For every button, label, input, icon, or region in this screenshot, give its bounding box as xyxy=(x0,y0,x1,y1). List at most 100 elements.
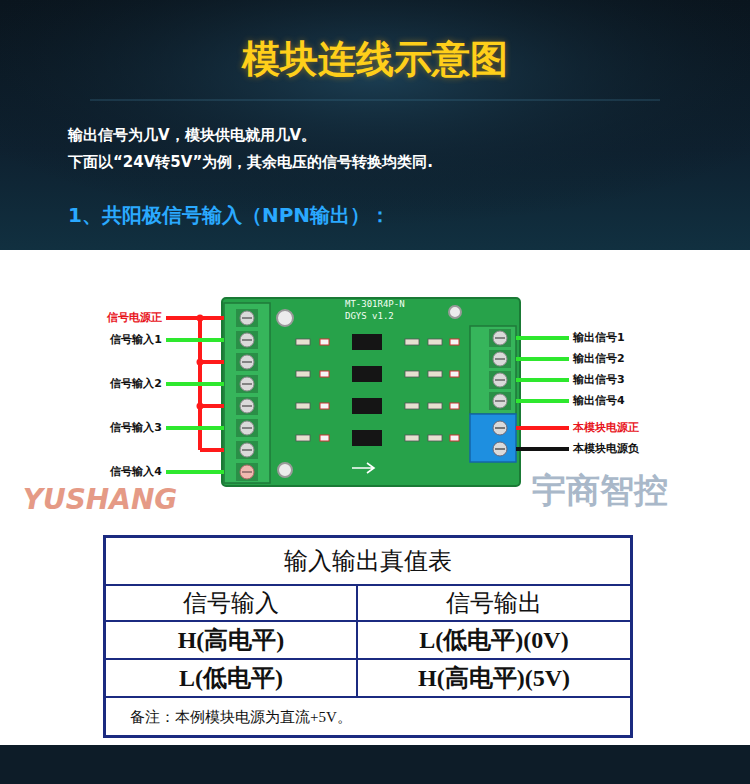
input-wiring xyxy=(166,316,224,320)
left-terminal-block xyxy=(242,427,252,429)
left-terminal-block xyxy=(236,375,258,393)
led xyxy=(450,403,459,409)
page-title: 模块连线示意图 xyxy=(0,37,750,83)
left-terminal-block xyxy=(236,353,258,371)
output-wiring xyxy=(516,426,569,430)
watermark: 宇商智控 xyxy=(532,470,668,511)
table-cell-text: H(高电平) xyxy=(178,626,285,655)
terminal-label: 信号输入1 xyxy=(110,333,162,346)
optocoupler xyxy=(352,398,382,414)
page-ground xyxy=(0,250,750,745)
mounting-hole xyxy=(277,310,293,326)
led xyxy=(320,371,329,377)
left-terminal-block xyxy=(240,377,254,391)
terminal-label: 信号输入2 xyxy=(110,377,162,390)
table-header: 信号输入 xyxy=(106,584,358,620)
led xyxy=(450,371,459,377)
resistor xyxy=(405,435,419,441)
output-wiring xyxy=(516,399,569,403)
input-wiring xyxy=(197,359,204,366)
output-wiring xyxy=(516,378,569,382)
resistor xyxy=(428,435,442,441)
right-terminal-block xyxy=(470,326,516,414)
pcb-board: MT-301R4P-NDGYS v1.2 xyxy=(222,298,520,486)
mounting-hole xyxy=(278,463,292,477)
table-cell: L(低电平) xyxy=(106,658,358,696)
right-terminal-block xyxy=(489,392,511,410)
intro-line: 下面以“24V转5V”为例，其余电压的信号转换均类同. xyxy=(68,153,433,171)
led xyxy=(320,435,329,441)
table-cell-text: H(高电平)(5V) xyxy=(418,664,570,693)
input-wiring xyxy=(166,315,224,473)
input-wiring xyxy=(200,360,224,364)
terminal-label: 输出信号3 xyxy=(573,373,625,386)
left-terminal-block xyxy=(236,397,258,415)
header-glow xyxy=(0,0,750,250)
left-terminal-block xyxy=(240,311,254,325)
mounting-hole xyxy=(277,306,461,477)
resistor xyxy=(428,371,442,377)
input-wiring xyxy=(166,382,224,386)
power-terminal-block xyxy=(470,414,516,462)
footer-band xyxy=(0,745,750,784)
resistor xyxy=(428,403,442,409)
output-wiring xyxy=(516,338,569,449)
right-terminal-block xyxy=(489,350,511,368)
right-terminal-block xyxy=(495,379,505,381)
table-cell-text: L(低电平)(0V) xyxy=(419,626,568,655)
truth-table: 输入输出真值表信号输入信号输出H(高电平)L(低电平)(0V)L(低电平)H(高… xyxy=(103,535,633,738)
left-terminal-block xyxy=(236,419,258,437)
watermark: YUSHANG xyxy=(23,483,178,517)
table-header-text: 信号输入 xyxy=(183,589,279,618)
right-terminal-block xyxy=(493,373,507,387)
mounting-hole xyxy=(449,306,461,318)
resistor xyxy=(296,339,310,345)
left-terminal-block xyxy=(236,331,258,349)
resistor xyxy=(296,435,310,441)
left-terminal-block xyxy=(224,303,270,483)
table-note-text: 备注：本例模块电源为直流+5V。 xyxy=(130,708,352,726)
right-terminal-block xyxy=(493,394,507,408)
left-terminal-block xyxy=(240,355,254,369)
table-cell: H(高电平) xyxy=(106,620,358,658)
right-terminal-block xyxy=(470,326,516,414)
output-wiring xyxy=(516,336,569,340)
left-terminal-block xyxy=(242,449,252,451)
left-terminal-block xyxy=(224,303,270,483)
right-terminal-block xyxy=(493,352,507,366)
left-terminal-block xyxy=(242,317,252,319)
input-wiring xyxy=(197,403,204,410)
right-terminal-block xyxy=(493,331,507,345)
left-terminal-block xyxy=(236,309,258,327)
led xyxy=(320,403,329,409)
terminal-label: 输出信号2 xyxy=(573,352,625,365)
board-version: DGYS v1.2 xyxy=(345,311,394,322)
led xyxy=(450,339,459,345)
left-terminal-block xyxy=(242,471,252,473)
input-wiring xyxy=(166,338,224,342)
optocoupler xyxy=(352,334,382,350)
power-terminal-block xyxy=(470,414,516,462)
left-terminal-block xyxy=(240,421,254,435)
terminal-label: 信号输入3 xyxy=(110,421,162,434)
left-terminal-block xyxy=(242,361,252,363)
optocoupler xyxy=(352,366,382,382)
optocoupler xyxy=(352,430,382,446)
table-cell-text: L(低电平) xyxy=(179,664,283,693)
pcb-illustration xyxy=(222,298,520,486)
left-terminal-block xyxy=(242,339,252,341)
input-wiring xyxy=(200,448,224,452)
left-terminal-block xyxy=(236,441,258,459)
resistor xyxy=(428,339,442,345)
power-terminal-block xyxy=(495,448,505,450)
output-wiring xyxy=(516,357,569,361)
board-model: MT-301R4P-N xyxy=(345,299,405,310)
power-terminal-block xyxy=(493,421,507,435)
intro-line: 输出信号为几V，模块供电就用几V。 xyxy=(68,126,316,144)
input-wiring xyxy=(166,426,224,430)
terminal-label: 信号电源正 xyxy=(107,311,162,324)
header-band xyxy=(0,0,750,250)
pcb xyxy=(222,298,520,486)
terminal-label: 本模块电源负 xyxy=(573,442,639,455)
